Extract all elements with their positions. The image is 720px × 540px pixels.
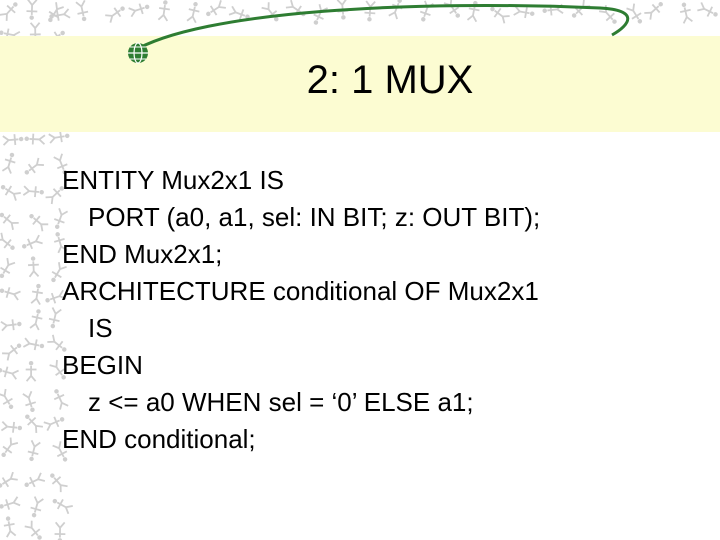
code-line: IS — [88, 313, 113, 343]
code-line: z <= a0 WHEN sel = ‘0’ ELSE a1; — [88, 387, 474, 417]
code-line: PORT (a0, a1, sel: IN BIT; z: OUT BIT); — [88, 202, 541, 232]
green-swoosh — [128, 3, 630, 64]
code-line: ENTITY Mux2x1 IS — [62, 165, 285, 195]
code-line: ARCHITECTURE conditional OF Mux2x1 — [62, 276, 539, 306]
title-band — [0, 36, 720, 132]
code-line: BEGIN — [62, 350, 143, 380]
code-line: END conditional; — [62, 424, 256, 454]
code-line: END Mux2x1; — [62, 239, 223, 269]
globe-icon — [128, 42, 148, 64]
code-body: ENTITY Mux2x1 IS PORT (a0, a1, sel: IN B… — [62, 162, 702, 458]
slide-title: 2: 1 MUX — [306, 58, 474, 102]
